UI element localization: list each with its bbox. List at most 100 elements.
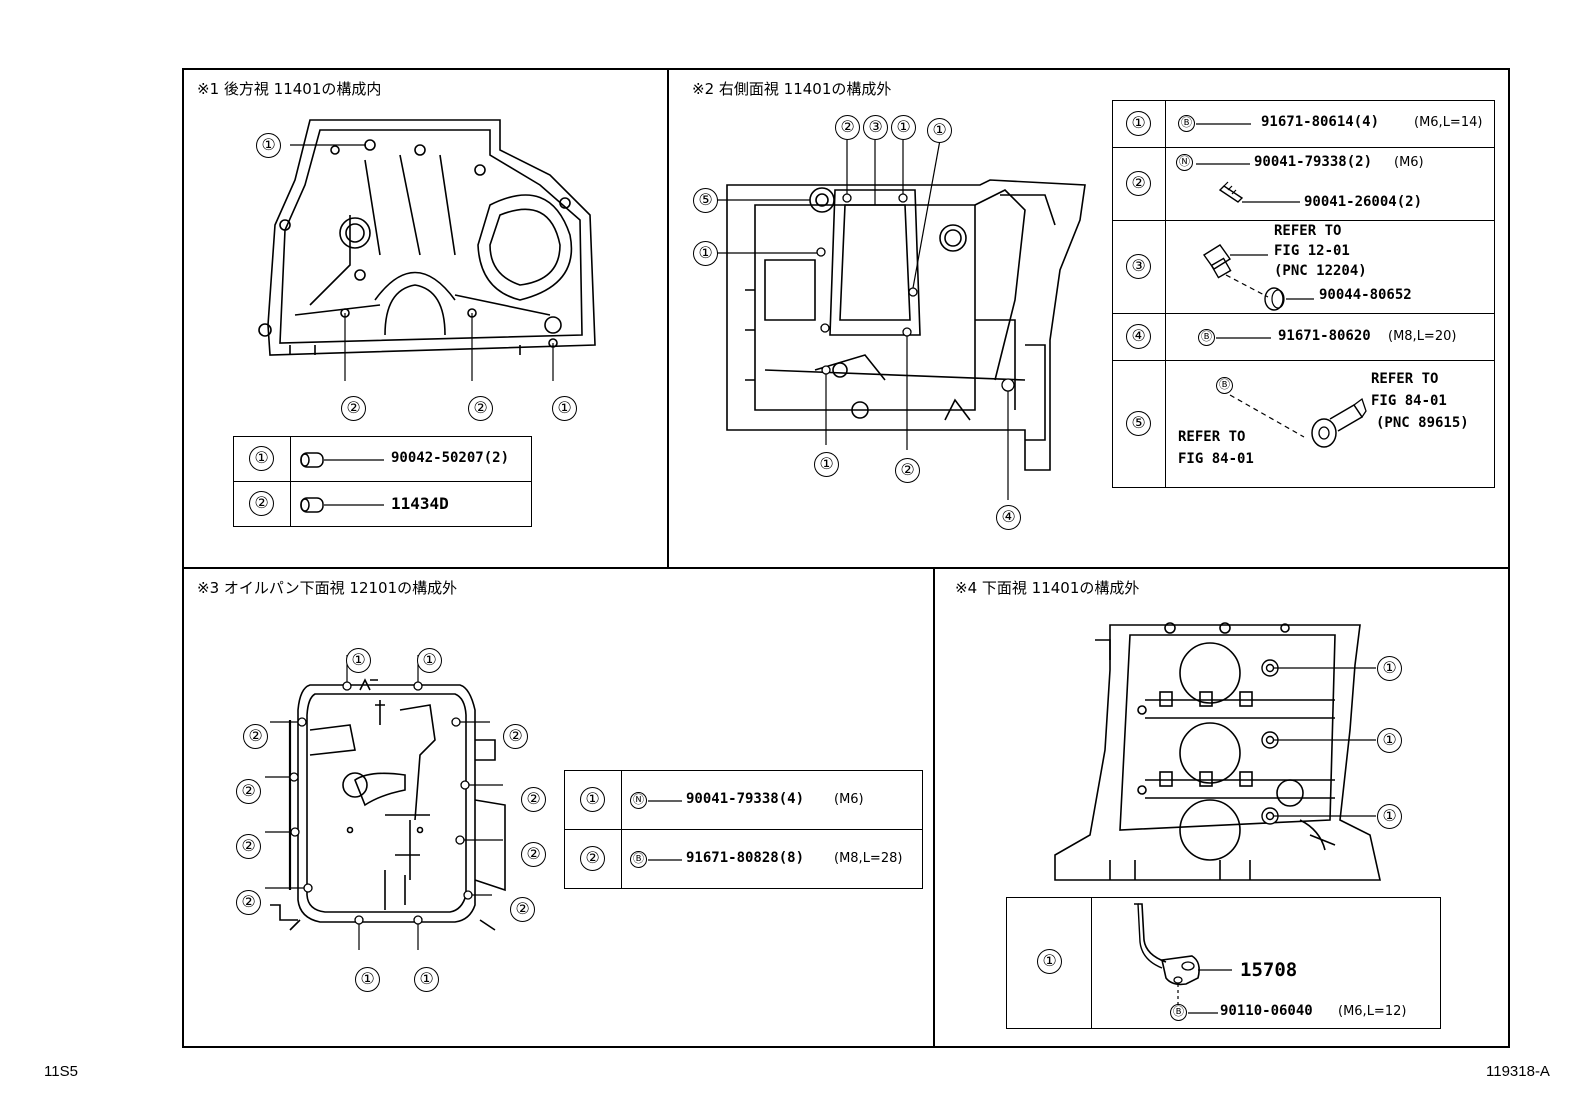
oil-pan-bottom-drawing	[265, 655, 506, 950]
bolt-part-number: 90110-06040	[1220, 1003, 1313, 1019]
part-number-a: 90041-79338(2)	[1254, 154, 1373, 170]
callout-1-bottom-right: ①	[414, 967, 439, 992]
bolt-symbol: Ⓑ	[1216, 377, 1233, 394]
callout-2-bottom: ②	[895, 458, 920, 483]
parts-table-bottom: ① 15708 Ⓑ 90110-06040 (M6,L=12)	[1006, 897, 1441, 1029]
part-number: 90044-80652	[1319, 287, 1412, 303]
section-4-title: ※4 下面視 11401の構成外	[955, 579, 1140, 597]
callout-1-bottom: ①	[814, 452, 839, 477]
row-number: ②	[249, 491, 274, 516]
part-spec: (M6,L=14)	[1414, 115, 1483, 130]
table-row: ② 11434D	[233, 481, 532, 527]
bolt-symbol: Ⓑ	[1170, 1004, 1187, 1021]
bolt-symbol: Ⓑ	[1178, 115, 1195, 132]
callout-2-left-1: ②	[243, 724, 268, 749]
part-number: 90042-50207(2)	[391, 450, 510, 466]
section-2-title: ※2 右側面視 11401の構成外	[692, 80, 892, 98]
table-row: ② Ⓝ 90041-79338(2) (M6) 90041-26004(2)	[1112, 147, 1495, 221]
part-spec: (M8,L=20)	[1388, 329, 1457, 344]
part-spec: (M6)	[834, 792, 864, 807]
table-row: ② Ⓑ 91671-80828(8) (M8,L=28)	[564, 829, 923, 889]
refer-left-line-2: FIG 84-01	[1178, 451, 1254, 467]
callout-1-top-right: ①	[417, 648, 442, 673]
nut-symbol: Ⓝ	[630, 792, 647, 809]
knock-sensor-icon	[1229, 394, 1367, 448]
part-spec: (M8,L=28)	[834, 851, 903, 866]
rear-view-block-drawing	[258, 119, 596, 381]
callout-2-left-2: ②	[236, 779, 261, 804]
diagram-frame	[182, 68, 1510, 1048]
leader-line	[648, 800, 682, 802]
parts-table-oil-pan: ① Ⓝ 90041-79338(4) (M6) ② Ⓑ 91671-80828(…	[564, 770, 923, 889]
row-number: ①	[1037, 949, 1062, 974]
leader-line	[1188, 1012, 1218, 1014]
table-row: ① Ⓝ 90041-79338(4) (M6)	[564, 770, 923, 830]
callout-1-top-left: ①	[346, 648, 371, 673]
leader-line	[1216, 337, 1271, 339]
callout-2-top: ②	[835, 115, 860, 140]
parts-table-right-side: ① Ⓑ 91671-80614(4) (M6,L=14) ② Ⓝ 90041-7…	[1112, 100, 1495, 488]
bolt-symbol: Ⓑ	[1198, 329, 1215, 346]
callout-2-right-4: ②	[510, 897, 535, 922]
parts-table-rear: ① 90042-50207(2) ②	[233, 436, 532, 527]
table-row: ① Ⓑ 91671-80614(4) (M6,L=14)	[1112, 100, 1495, 148]
callout-1-top-b: ①	[927, 118, 952, 143]
part-number: 90041-79338(4)	[686, 791, 805, 807]
callout-2-left: ②	[341, 396, 366, 421]
refer-left-line-1: REFER TO	[1178, 429, 1246, 445]
callout-2-right-1: ②	[503, 724, 528, 749]
table-row: ④ Ⓑ 91671-80620 (M8,L=20)	[1112, 313, 1495, 361]
callout-3-top: ③	[863, 115, 888, 140]
table-row: ① 90042-50207(2)	[233, 436, 532, 482]
dowel-pin-icon	[300, 452, 384, 468]
callout-2-right-3: ②	[521, 842, 546, 867]
callout-2-left-4: ②	[236, 890, 261, 915]
table-row: ⑤ Ⓑ REFER TO FIG 84-01 (PNC 89615) REFER…	[1112, 360, 1495, 488]
callout-1-cyl3: ①	[1377, 804, 1402, 829]
part-number: 91671-80620	[1278, 328, 1371, 344]
part-number: 11434D	[391, 494, 449, 513]
part-number: 15708	[1240, 959, 1298, 981]
bottom-view-block-drawing	[1054, 622, 1381, 881]
part-number: 91671-80614(4)	[1261, 114, 1380, 130]
oil-jet-icon	[1134, 903, 1232, 1008]
refer-right-line-3: (PNC 89615)	[1376, 415, 1469, 431]
callout-4-bottom: ④	[996, 505, 1021, 530]
dowel-pin-icon	[300, 497, 384, 513]
row-number: ①	[580, 787, 605, 812]
section-1-title: ※1 後方視 11401の構成内	[197, 80, 382, 98]
nut-symbol: Ⓝ	[1176, 154, 1193, 171]
callout-1-top-a: ①	[891, 115, 916, 140]
leader-line	[648, 859, 682, 861]
row-number: ②	[580, 846, 605, 871]
part-number: 91671-80828(8)	[686, 850, 805, 866]
refer-line-1: REFER TO	[1274, 223, 1342, 239]
row-number: ⑤	[1126, 411, 1151, 436]
divider-horizontal	[182, 567, 1510, 569]
row-number: ①	[249, 446, 274, 471]
footer-right-code: 119318-A	[1486, 1063, 1550, 1080]
table-row: ③ REFER TO FIG 12-01 (PNC 12204) 90044-8…	[1112, 220, 1495, 314]
table-row: ① 15708 Ⓑ 90110-06040 (M6,L=12)	[1006, 897, 1441, 1029]
callout-1-bottom: ①	[552, 396, 577, 421]
row-number: ①	[1126, 111, 1151, 136]
divider-top-vertical	[667, 68, 669, 569]
callout-1-top: ①	[256, 133, 281, 158]
callout-1-cyl1: ①	[1377, 656, 1402, 681]
callout-2-left-3: ②	[236, 834, 261, 859]
bolt-symbol: Ⓑ	[630, 851, 647, 868]
refer-right-line-1: REFER TO	[1371, 371, 1439, 387]
callout-1-left: ①	[693, 241, 718, 266]
refer-line-2: FIG 12-01	[1274, 243, 1350, 259]
refer-right-line-2: FIG 84-01	[1371, 393, 1447, 409]
callout-1-bottom-left: ①	[355, 967, 380, 992]
part-number-b: 90041-26004(2)	[1304, 194, 1423, 210]
leader-line	[1196, 123, 1251, 125]
row-number: ②	[1126, 171, 1151, 196]
refer-line-3: (PNC 12204)	[1274, 263, 1367, 279]
row-number: ④	[1126, 324, 1151, 349]
row-number: ③	[1126, 254, 1151, 279]
right-side-block-drawing	[715, 139, 1086, 500]
callout-1-cyl2: ①	[1377, 728, 1402, 753]
callout-2-right: ②	[468, 396, 493, 421]
